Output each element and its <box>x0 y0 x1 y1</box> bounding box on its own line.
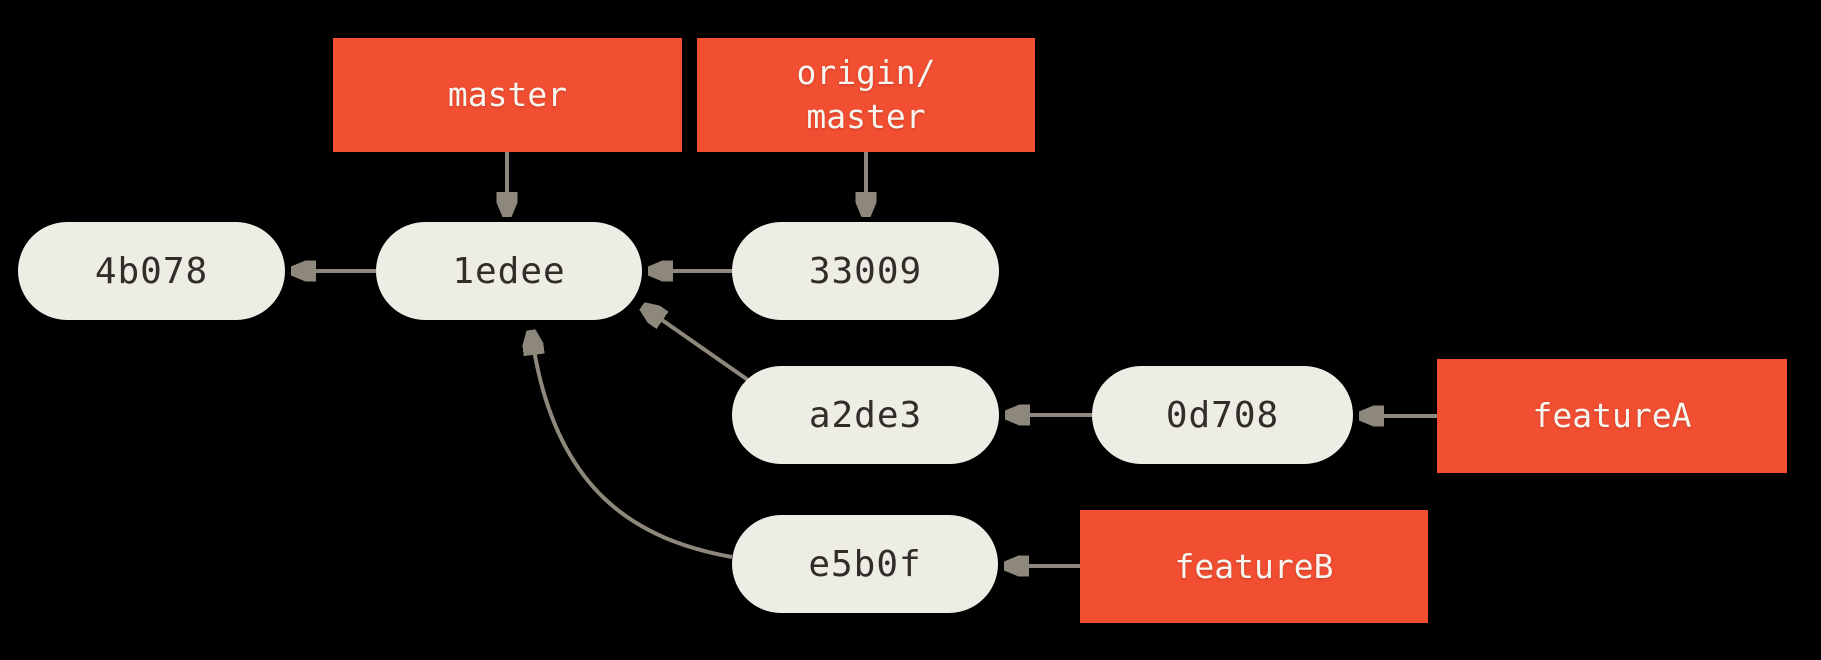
branch-label-text-line1: origin/ <box>796 53 936 92</box>
arrow-e5b0f-to-1edee <box>531 330 733 559</box>
commit-node-0d708: 0d708 <box>1092 366 1353 464</box>
commit-node-1edee: 1edee <box>376 222 642 320</box>
branch-label-text-line2: master <box>806 97 926 136</box>
arrow-a2de3-to-1edee <box>642 306 750 382</box>
commit-hash: 33009 <box>808 250 923 292</box>
branch-label-text: master <box>447 75 568 114</box>
branch-label-text: featureA <box>1532 396 1692 435</box>
commit-node-e5b0f: e5b0f <box>732 515 998 613</box>
commit-node-a2de3: a2de3 <box>732 366 999 464</box>
branch-label-featureA: featureA <box>1437 359 1787 473</box>
commit-hash: 0d708 <box>1165 394 1280 436</box>
branch-label-featureB: featureB <box>1080 510 1428 623</box>
commit-hash: e5b0f <box>808 543 922 585</box>
branch-label-master: master <box>333 38 682 152</box>
commit-hash: a2de3 <box>808 394 923 436</box>
commit-node-4b078: 4b078 <box>18 222 285 320</box>
branch-label-text: featureB <box>1174 546 1334 586</box>
commit-node-33009: 33009 <box>732 222 999 320</box>
commit-hash: 4b078 <box>94 250 209 292</box>
commit-hash: 1edee <box>452 250 566 292</box>
branch-label-origin-master: origin/ master <box>697 38 1035 152</box>
